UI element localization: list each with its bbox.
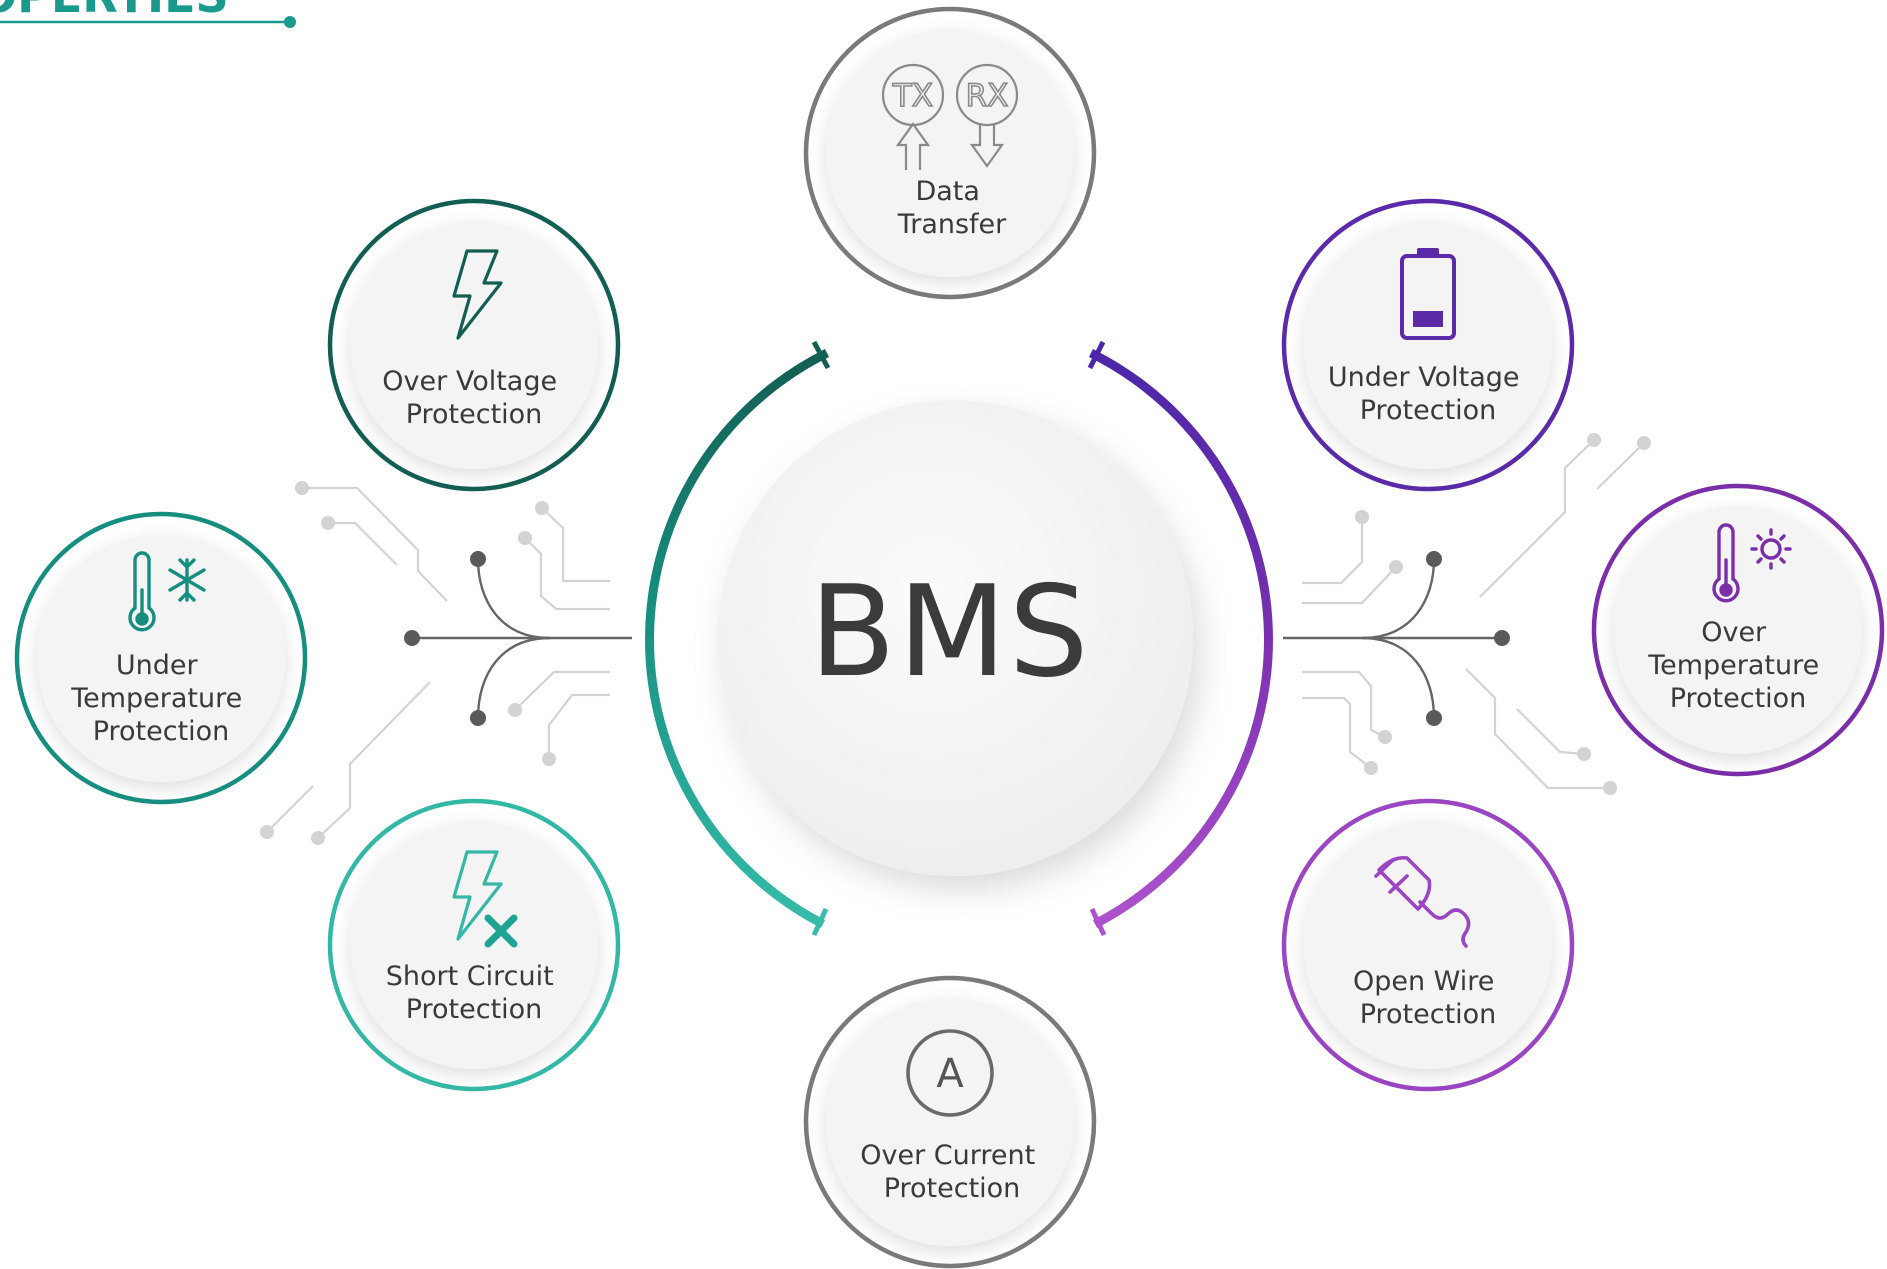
node-label-line: Transfer bbox=[897, 209, 1007, 240]
rx-label: RX bbox=[966, 78, 1009, 114]
arc-left bbox=[645, 340, 831, 937]
svg-text:Data Transfer: Data Transfer bbox=[897, 176, 1007, 240]
node-label-line: Under bbox=[116, 650, 199, 681]
svg-text:Open Wire Protection: Open Wire Protection bbox=[1353, 966, 1503, 1030]
wire-bundle-right bbox=[1283, 551, 1510, 726]
lightning-bolt-icon bbox=[452, 249, 503, 340]
node-label-line: Data bbox=[915, 176, 979, 207]
svg-text:Over Voltage Protection: Over Voltage Protection bbox=[382, 366, 565, 430]
node-label-line: Protection bbox=[93, 716, 230, 747]
node-label-line: Temperature bbox=[1647, 650, 1819, 681]
node-label-line: Short Circuit bbox=[386, 961, 554, 992]
node-label-line: Protection bbox=[884, 1173, 1021, 1204]
node-label-line: Protection bbox=[1360, 999, 1497, 1030]
node-over-temperature: Over Temperature Protection bbox=[1591, 483, 1885, 777]
header: OPERTIES bbox=[0, 0, 296, 28]
svg-text:Over Current Protection: Over Current Protection bbox=[860, 1140, 1044, 1204]
wire-bundle-left bbox=[404, 551, 632, 726]
svg-text:Under Temperature: Under Temperature Protection bbox=[70, 650, 251, 747]
node-label-line: Protection bbox=[406, 399, 543, 430]
node-label-line: Under Voltage bbox=[1328, 362, 1520, 393]
bms-center: BMS bbox=[717, 400, 1193, 876]
header-underline-dot bbox=[284, 16, 296, 28]
node-under-temperature: Under Temperature Protection bbox=[14, 511, 308, 805]
ammeter-letter: A bbox=[936, 1051, 964, 1097]
node-label-line: Open Wire bbox=[1353, 966, 1494, 997]
node-under-voltage: Under Voltage Protection bbox=[1281, 198, 1575, 492]
node-over-voltage: Over Voltage Protection bbox=[327, 198, 621, 492]
node-label-line: Temperature bbox=[70, 683, 242, 714]
node-open-wire: Open Wire Protection bbox=[1281, 798, 1575, 1092]
node-label-line: Over Voltage bbox=[382, 366, 557, 397]
ammeter-icon: A bbox=[906, 1029, 994, 1117]
low-battery-icon bbox=[1400, 248, 1456, 340]
svg-text:Under Voltage Protection: Under Voltage Protection bbox=[1328, 362, 1528, 426]
node-over-current: A Over Current Protection bbox=[803, 975, 1097, 1269]
node-label-line: Over bbox=[1701, 617, 1767, 648]
tx-rx-icon: TX RX bbox=[881, 63, 1019, 170]
circuit-traces-left bbox=[260, 481, 610, 845]
svg-text:Over Temperature P: Over Temperature Protection bbox=[1647, 617, 1828, 714]
node-short-circuit: Short Circuit Protection bbox=[327, 798, 621, 1092]
node-data-transfer: TX RX Data Transfer bbox=[803, 6, 1097, 300]
lightning-cross-icon bbox=[452, 850, 518, 948]
unplugged-wire-icon bbox=[1374, 855, 1471, 948]
svg-text:Short Circuit Protection: Short Circuit Protection bbox=[386, 961, 563, 1025]
arc-right bbox=[1087, 340, 1273, 937]
thermometer-snowflake-icon bbox=[128, 551, 206, 632]
thermometer-sun-icon bbox=[1712, 523, 1792, 603]
circuit-traces-right bbox=[1302, 433, 1651, 795]
bms-label: BMS bbox=[809, 558, 1090, 705]
node-label-line: Protection bbox=[1670, 683, 1807, 714]
header-title: OPERTIES bbox=[0, 0, 229, 23]
tx-label: TX bbox=[892, 78, 933, 114]
node-label-line: Protection bbox=[406, 994, 543, 1025]
node-label-line: Protection bbox=[1360, 395, 1497, 426]
node-label-line: Over Current bbox=[860, 1140, 1035, 1171]
